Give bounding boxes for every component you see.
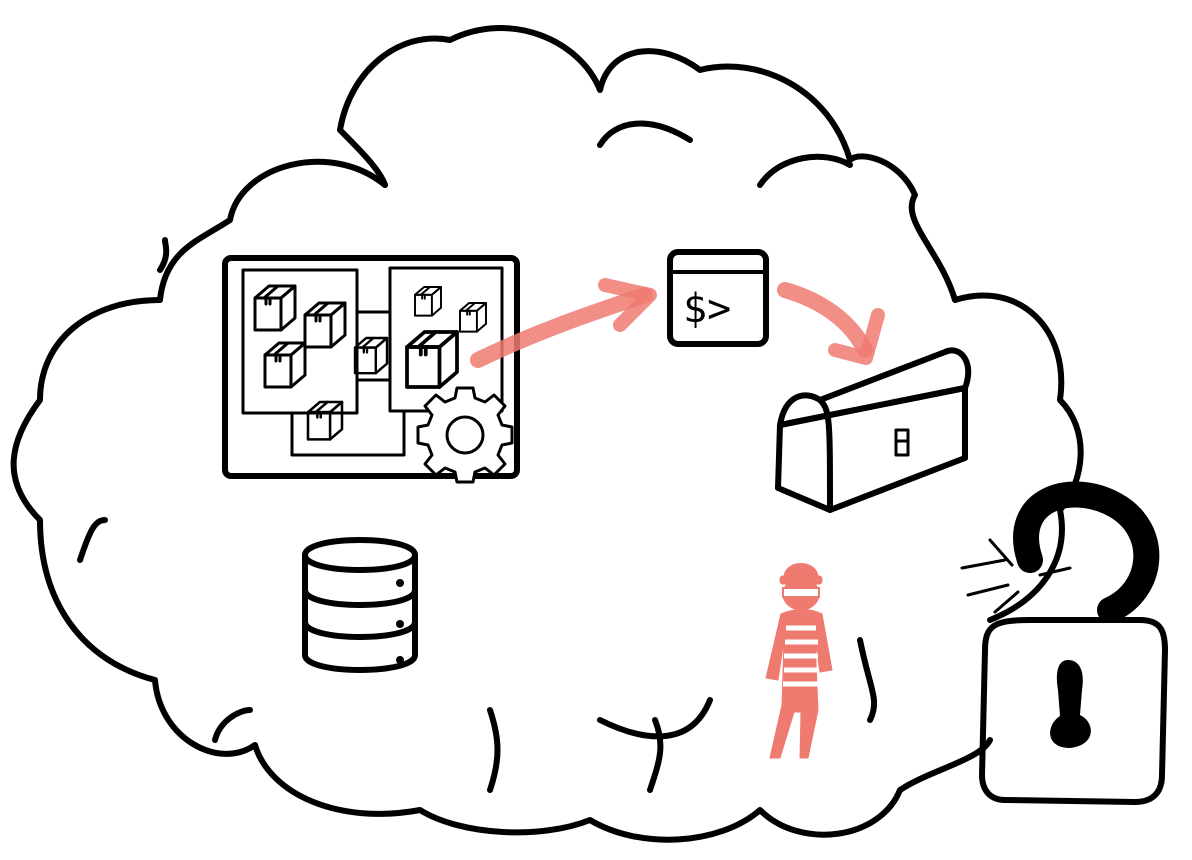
gear-icon: [416, 386, 514, 484]
package-box-icon: [414, 286, 442, 317]
database-icon: [302, 537, 418, 673]
package-box-icon: [306, 400, 344, 441]
open-padlock-icon: [960, 481, 1168, 805]
terminal-prompt: $>: [683, 286, 731, 332]
package-box-icon: [459, 302, 487, 333]
package-box-icon: [303, 301, 347, 349]
thief-icon: [765, 563, 833, 759]
arrow-icon: [777, 282, 885, 365]
package-box-icon: [263, 341, 307, 389]
cloud-outline: [10, 25, 1084, 843]
package-box-icon: [353, 336, 389, 375]
arrow-icon: [470, 278, 657, 368]
package-box-icon: [253, 284, 297, 332]
cluster-panel-icon: [222, 255, 520, 484]
package-box-icon: [405, 330, 459, 389]
terminal-icon: $>: [667, 249, 769, 347]
treasure-chest-icon: [775, 347, 972, 513]
